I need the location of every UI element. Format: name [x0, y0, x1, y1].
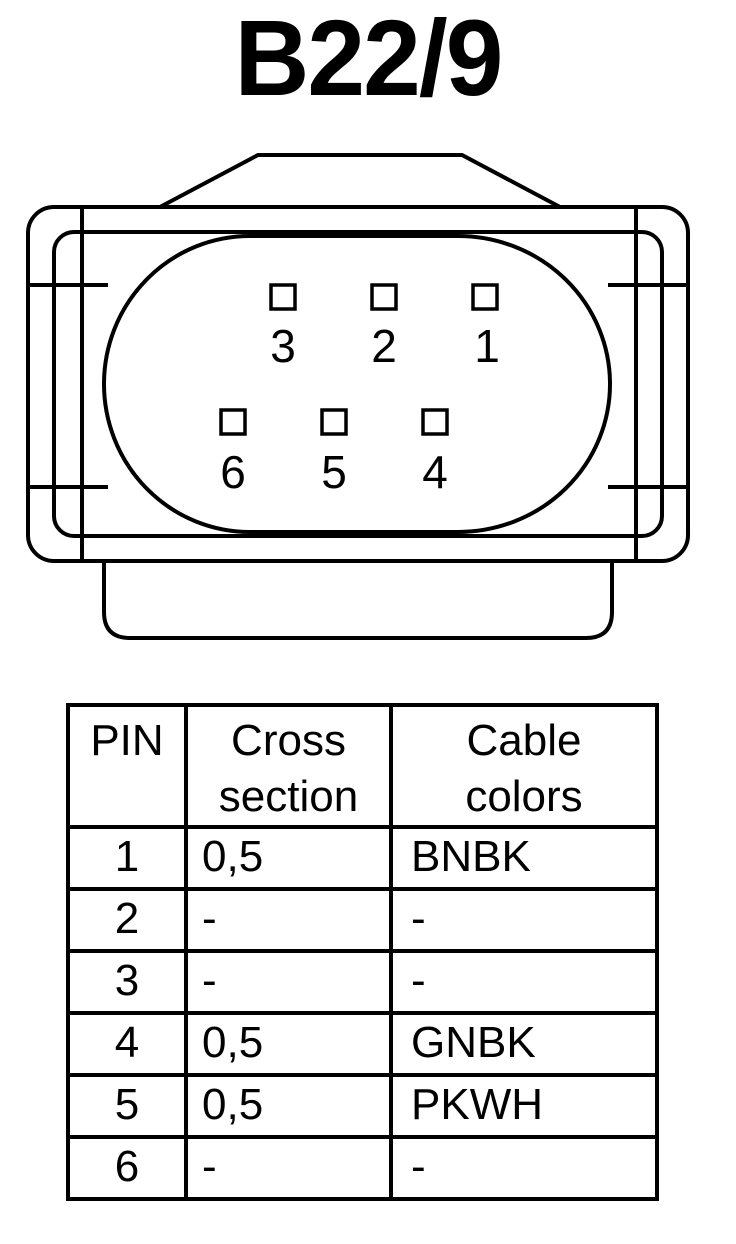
pin-2-socket [370, 283, 398, 311]
cell-cross-section: 0,5 [184, 825, 393, 891]
cell-pin: 1 [66, 825, 188, 891]
table-row: 4 0,5 GNBK [66, 1011, 659, 1077]
pin-assignment-table: PIN Cross section Cable colors 1 0,5 BNB… [66, 703, 659, 1201]
table-row: 6 - - [66, 1135, 659, 1201]
cell-pin: 5 [66, 1073, 188, 1139]
pin-5-socket [320, 408, 348, 436]
connector-latch [159, 153, 561, 209]
cell-cable-color: PKWH [389, 1073, 659, 1139]
header-pin: PIN [66, 703, 188, 829]
table-row: 1 0,5 BNBK [66, 825, 659, 891]
connector-bottom-tab [102, 561, 614, 640]
connector-inner-housing [52, 230, 664, 538]
cell-pin: 2 [66, 887, 188, 953]
cell-pin: 6 [66, 1135, 188, 1201]
cell-cable-color: BNBK [389, 825, 659, 891]
pin-label-2: 2 [371, 320, 397, 372]
header-cable-colors: Cable colors [389, 703, 659, 829]
cell-pin: 3 [66, 949, 188, 1015]
cell-cable-color: - [389, 887, 659, 953]
cell-cross-section: 0,5 [184, 1073, 393, 1139]
cell-cable-color: - [389, 949, 659, 1015]
pin-label-3: 3 [270, 320, 296, 372]
pin-label-6: 6 [220, 446, 246, 498]
cell-cross-section: - [184, 949, 393, 1015]
cell-cross-section: - [184, 887, 393, 953]
connector-outer-housing [26, 205, 690, 563]
table-row: 5 0,5 PKWH [66, 1073, 659, 1139]
cell-cross-section: 0,5 [184, 1011, 393, 1077]
cell-cable-color: - [389, 1135, 659, 1201]
header-cross-section: Cross section [184, 703, 393, 829]
cell-cross-section: - [184, 1135, 393, 1201]
table-row: 3 - - [66, 949, 659, 1015]
pin-4-socket [421, 408, 449, 436]
cell-cable-color: GNBK [389, 1011, 659, 1077]
connector-title: B22/9 [234, 0, 503, 118]
pin-3-socket [269, 283, 297, 311]
pin-label-5: 5 [321, 446, 347, 498]
pin-label-1: 1 [474, 320, 500, 372]
table-header-row: PIN Cross section Cable colors [66, 703, 659, 829]
table-row: 2 - - [66, 887, 659, 953]
pin-1-socket [471, 283, 499, 311]
pin-label-4: 4 [422, 446, 448, 498]
connector-diagram: 3 2 1 6 5 4 [26, 153, 690, 640]
connector-face [102, 234, 612, 534]
pin-6-socket [219, 408, 247, 436]
cell-pin: 4 [66, 1011, 188, 1077]
